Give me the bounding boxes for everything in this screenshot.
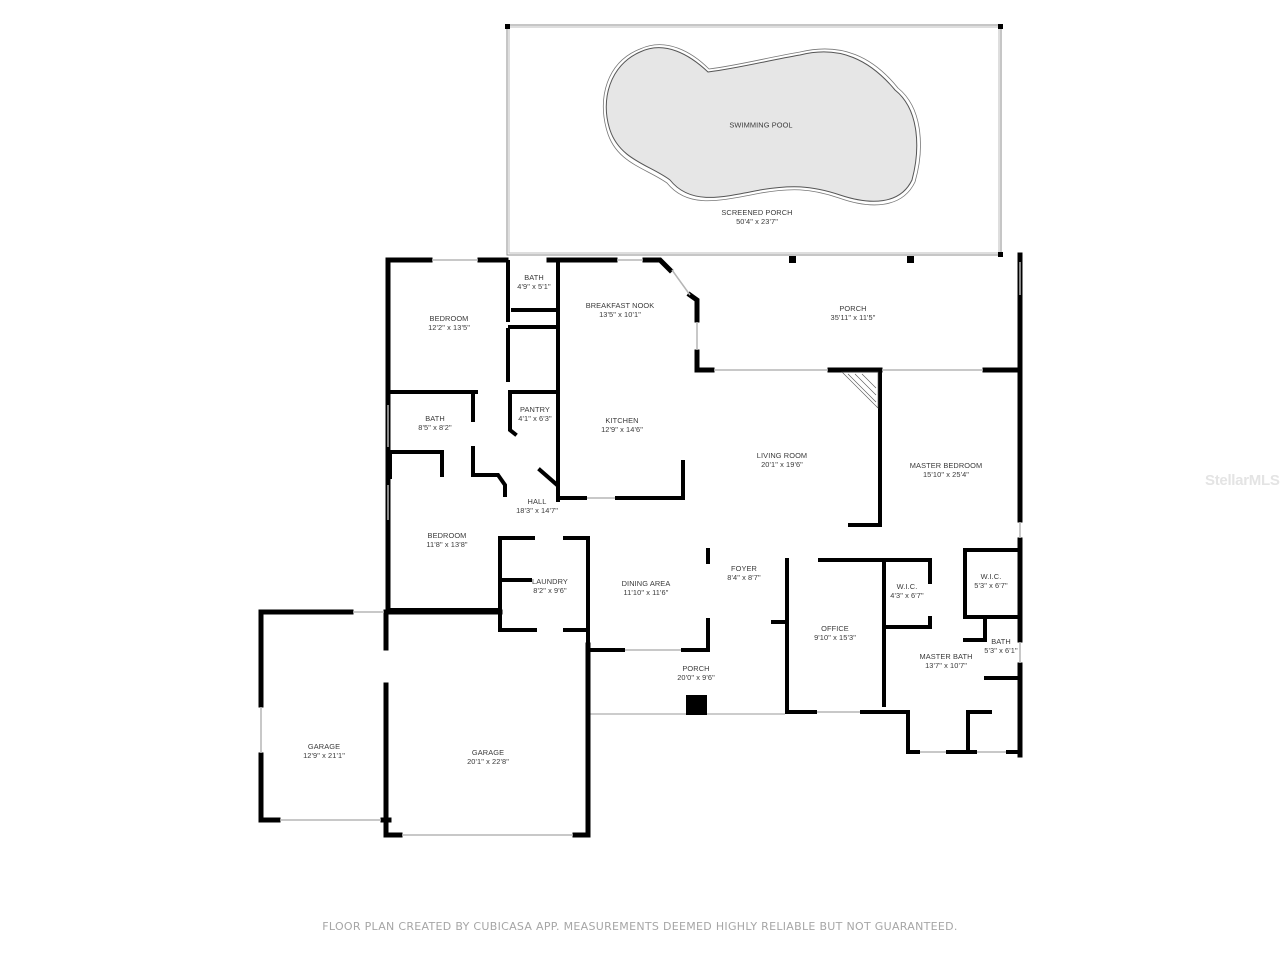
room-label-office: OFFICE 9'10" x 15'3"	[814, 624, 856, 642]
room-label-screened-porch: SCREENED PORCH 50'4" x 23'7"	[721, 208, 793, 226]
room-label-porch-rear: PORCH 35'11" x 11'5"	[830, 304, 876, 322]
room-label-master-bedroom: MASTER BEDROOM 15'10" x 25'4"	[909, 461, 983, 479]
room-label-living-room: LIVING ROOM 20'1" x 19'6"	[756, 451, 808, 469]
room-label-laundry: LAUNDRY 8'2" x 9'6"	[532, 577, 568, 595]
room-label-breakfast-nook: BREAKFAST NOOK 13'5" x 10'1"	[585, 301, 655, 319]
garage-walls	[258, 609, 591, 838]
room-label-kitchen: KITCHEN 12'9" x 14'6"	[601, 416, 643, 434]
room-label-porch-front: PORCH 20'0" x 9'6"	[677, 664, 715, 682]
room-label-foyer: FOYER 8'4" x 8'7"	[727, 564, 761, 582]
room-label-dining-area: DINING AREA 11'10" x 11'6"	[621, 579, 671, 597]
interior-walls	[386, 260, 1022, 754]
room-label-wic-2: W.I.C. 5'3" x 6'7"	[974, 572, 1008, 590]
screened-porch-enclosure	[506, 24, 1002, 256]
mls-watermark: StellarMLS	[1205, 472, 1280, 489]
fireplace-hatch	[841, 371, 879, 409]
room-label-bedroom-1: BEDROOM 12'2" x 13'5"	[428, 314, 470, 332]
windows	[260, 259, 1021, 836]
room-label-pantry: PANTRY 4'1" x 6'3"	[518, 405, 552, 423]
room-label-swimming-pool: SWIMMING POOL	[729, 120, 793, 130]
swimming-pool-shape	[602, 44, 921, 206]
room-label-hall: HALL 18'3" x 14'7"	[516, 497, 558, 515]
disclaimer-text: FLOOR PLAN CREATED BY CUBICASA APP. MEAS…	[322, 920, 958, 933]
room-label-wic-1: W.I.C. 4'3" x 6'7"	[890, 582, 924, 600]
room-label-bath-1: BATH 4'9" x 5'1"	[517, 273, 551, 291]
room-label-bath-3: BATH 5'3" x 6'1"	[984, 637, 1018, 655]
room-label-master-bath: MASTER BATH 13'7" x 10'7"	[919, 652, 973, 670]
room-label-garage-2: GARAGE 20'1" x 22'8"	[467, 748, 509, 766]
room-label-garage-1: GARAGE 12'9" x 21'1"	[303, 742, 345, 760]
room-label-bedroom-2: BEDROOM 11'8" x 13'8"	[426, 531, 468, 549]
screen-corner-posts	[505, 24, 1003, 263]
room-label-bath-2: BATH 8'5" x 8'2"	[418, 414, 452, 432]
front-porch-outline	[589, 650, 785, 715]
